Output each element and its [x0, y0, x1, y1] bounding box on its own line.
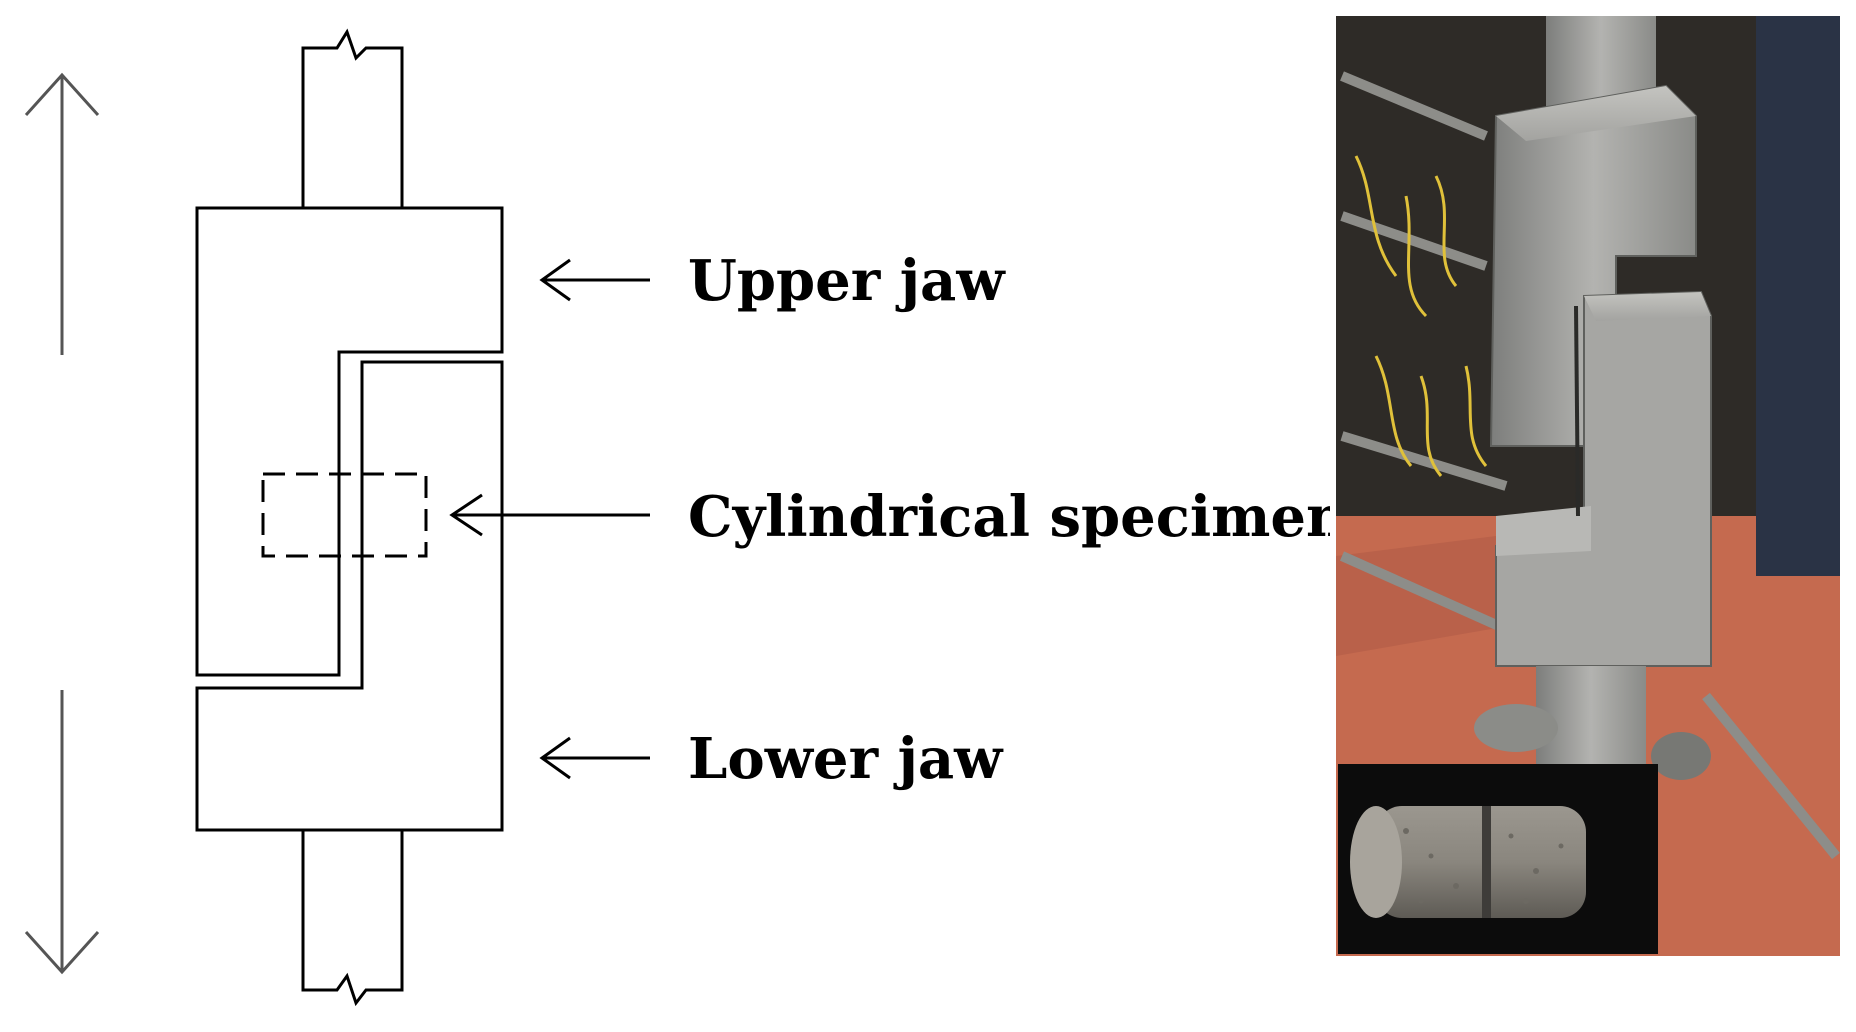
arrow-down-icon: [24, 690, 100, 975]
arrow-up-icon: [24, 72, 100, 355]
specimen-outline: [261, 472, 428, 558]
arrow-left-icon: [449, 493, 650, 537]
arrow-left-icon: [539, 258, 650, 302]
test-rig-photo: [1336, 16, 1840, 956]
shear-test-schematic: Upper jaw Cylindrical specimens Lower ja…: [24, 28, 1330, 1007]
lower-jaw-label: Lower jaw: [688, 726, 1004, 792]
arrow-left-icon: [539, 736, 650, 780]
lower-jaw-body: [195, 360, 504, 832]
lower-rod: [301, 830, 404, 1007]
upper-rod: [301, 28, 404, 208]
upper-jaw-label: Upper jaw: [688, 248, 1006, 314]
cables: [1354, 155, 1488, 477]
specimen-photo: [1350, 806, 1586, 918]
specimens-label: Cylindrical specimens: [688, 484, 1330, 550]
upper-jaw-body: [195, 206, 504, 677]
